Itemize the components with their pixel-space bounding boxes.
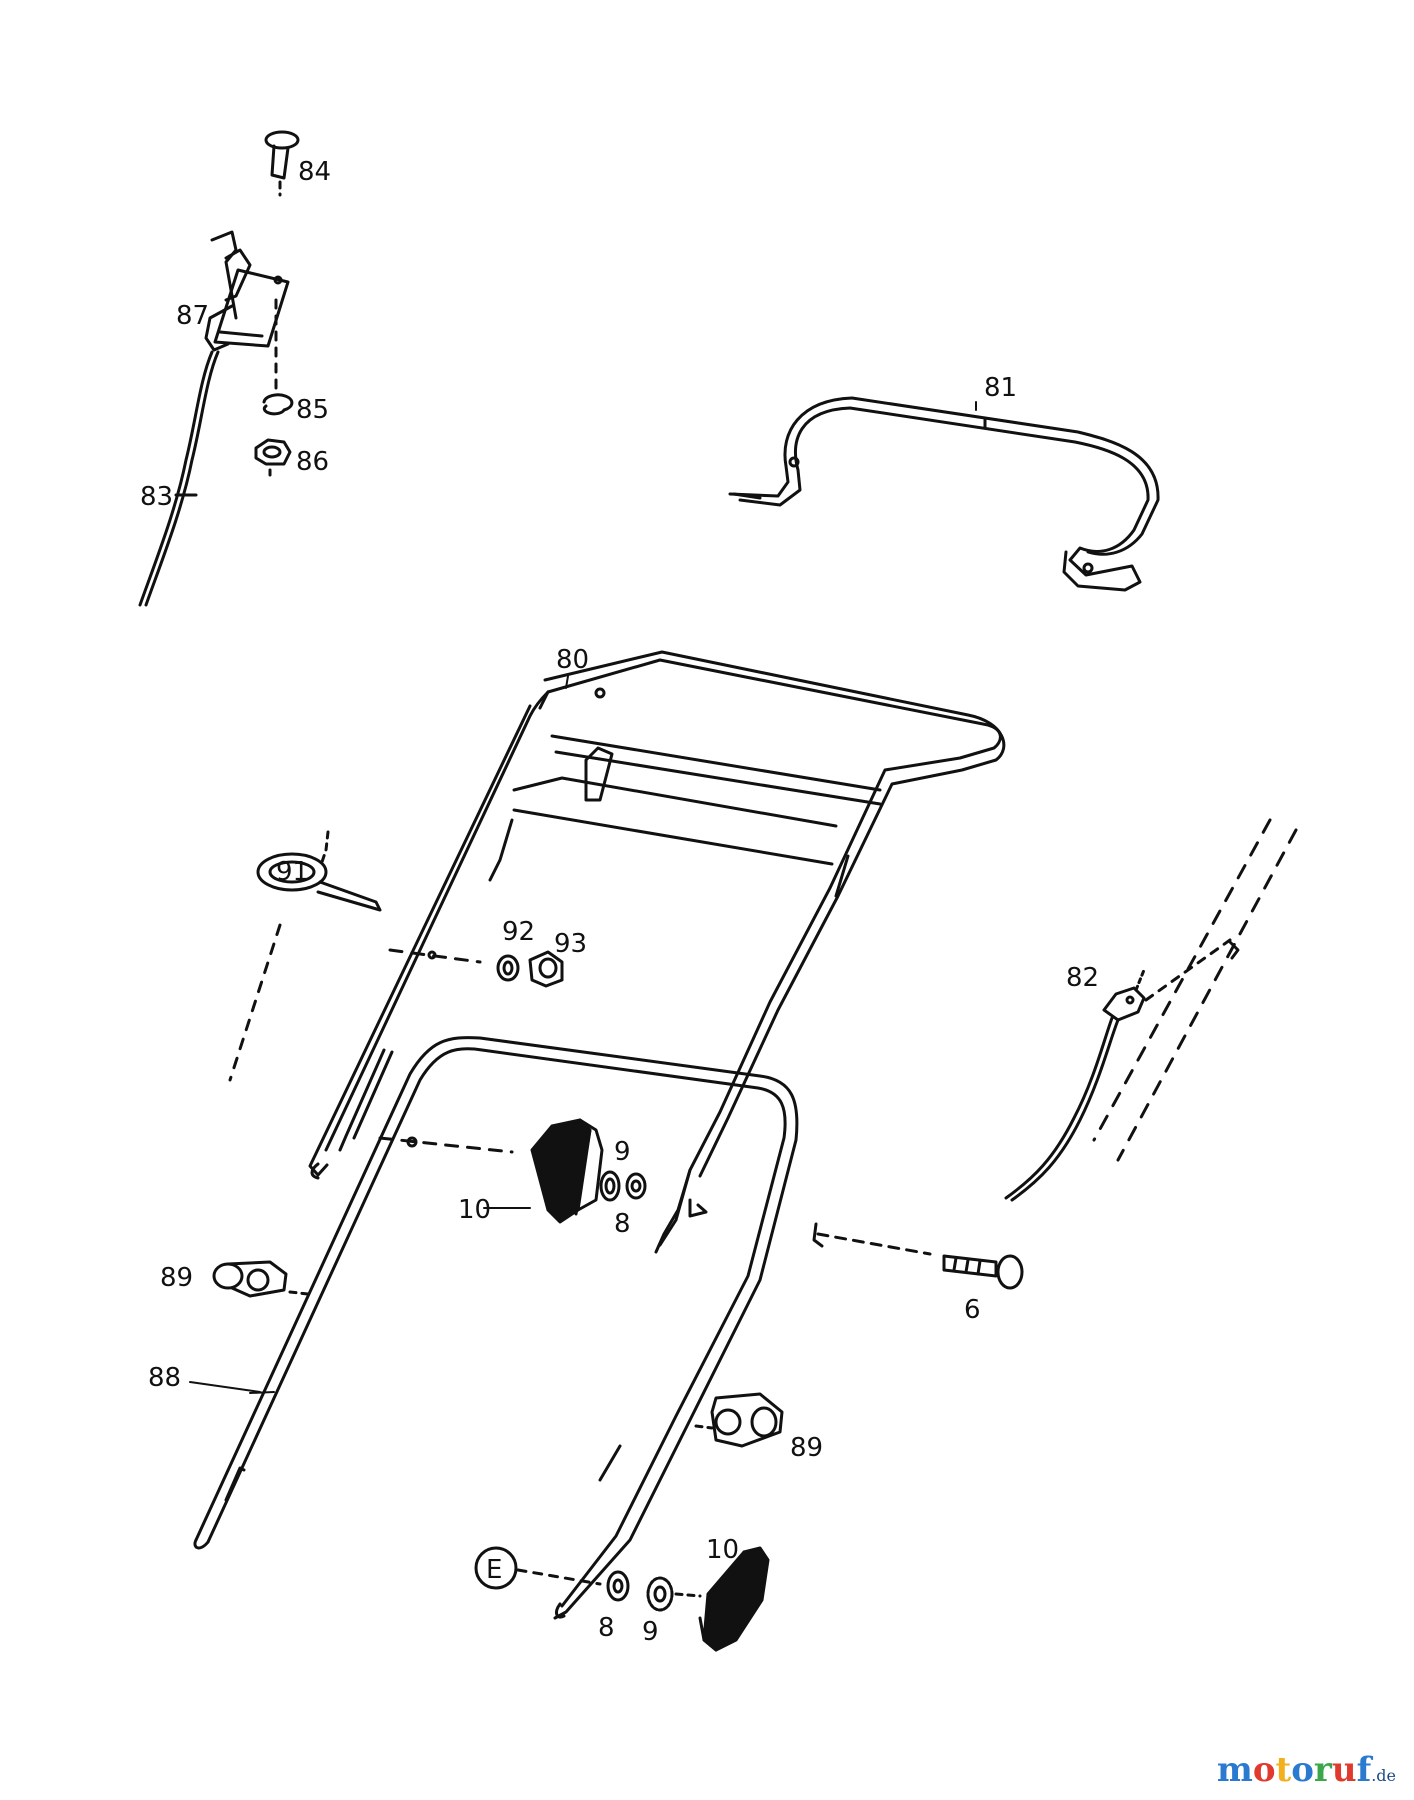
label-87: 87 (176, 301, 209, 331)
nut-86 (254, 438, 292, 482)
washer-8-upper (625, 1172, 647, 1200)
part-labels: 84 87 85 86 83 81 80 91 92 93 82 9 10 8 … (140, 157, 1099, 1647)
label-89-left: 89 (160, 1263, 193, 1293)
cable-clip-89-right (694, 1392, 784, 1448)
label-83: 83 (140, 482, 173, 512)
label-92: 92 (502, 917, 535, 947)
clamp-knob-10-upper (378, 1118, 604, 1224)
label-9-lower: 9 (642, 1617, 659, 1647)
label-9-upper: 9 (614, 1137, 631, 1167)
label-80: 80 (556, 645, 589, 675)
label-93: 93 (554, 929, 587, 959)
clamp-knob-10-lower (698, 1546, 770, 1652)
cable-clip-82 (1004, 818, 1298, 1202)
label-8-lower: 8 (598, 1613, 615, 1643)
bail-81 (728, 396, 1160, 592)
wm-letter: o (1291, 1750, 1314, 1790)
star-washer-9-upper (599, 1170, 621, 1202)
washer-92 (496, 954, 520, 982)
label-84: 84 (298, 157, 331, 187)
ring-bolt-91 (228, 830, 482, 1082)
label-8-upper: 8 (614, 1209, 631, 1239)
star-washer-9-lower (646, 1576, 702, 1612)
leader-lines (189, 401, 977, 1394)
cable-clip-89-left (212, 1260, 310, 1298)
wm-letter: t (1275, 1750, 1292, 1790)
washer-8-lower (606, 1570, 630, 1602)
label-91: 91 (276, 857, 309, 887)
cable-83 (138, 350, 220, 607)
upper-handle-80 (308, 650, 1006, 1254)
label-85: 85 (296, 395, 329, 425)
detail-marker-e (474, 1546, 602, 1590)
label-86: 86 (296, 447, 329, 477)
bolt-6 (812, 1222, 1024, 1290)
wm-letter: m (1216, 1750, 1253, 1790)
label-88: 88 (148, 1363, 181, 1393)
watermark-logo: motoruf.de (1217, 1750, 1396, 1790)
wm-letter: r (1313, 1750, 1332, 1790)
nut-93 (528, 950, 564, 988)
lower-handle-88 (193, 1036, 799, 1620)
washer-85 (262, 393, 294, 416)
label-10-upper: 10 (458, 1195, 491, 1225)
wm-letter: u (1331, 1750, 1357, 1790)
screw-84 (264, 130, 300, 197)
wm-tld: .de (1371, 1766, 1396, 1785)
label-6: 6 (964, 1295, 981, 1325)
label-e: E (486, 1555, 502, 1585)
label-82: 82 (1066, 963, 1099, 993)
label-10-lower: 10 (706, 1535, 739, 1565)
lever-plate-87 (204, 230, 290, 397)
wm-letter: o (1252, 1750, 1276, 1790)
label-89-right: 89 (790, 1433, 823, 1463)
wm-letter: f (1356, 1750, 1372, 1790)
label-81: 81 (984, 373, 1017, 403)
